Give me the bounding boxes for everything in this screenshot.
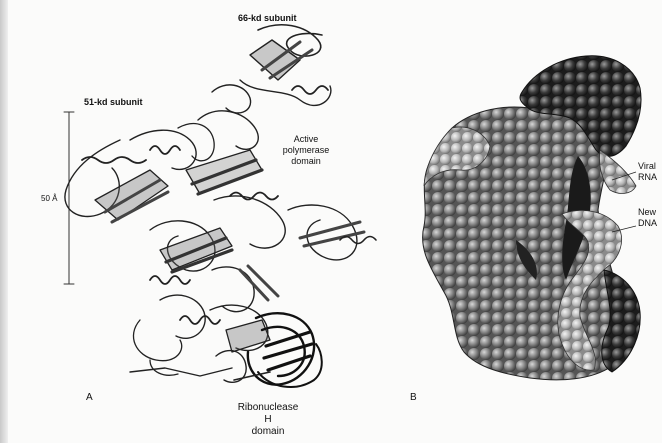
ribbon-structure <box>64 25 376 387</box>
label-66kd-subunit: 66-kd subunit <box>238 13 297 24</box>
rnase-line-3: domain <box>228 426 308 438</box>
label-new-dna: New DNA <box>638 207 657 229</box>
panel-letter-b: B <box>410 392 417 403</box>
rnase-line-2: H <box>228 414 308 426</box>
label-viral-rna: Viral RNA <box>638 161 657 183</box>
space-filling-model <box>423 56 641 380</box>
new-dna-line-2: DNA <box>638 218 657 229</box>
label-51kd-subunit: 51-kd subunit <box>84 97 143 108</box>
viral-rna-line-2: RNA <box>638 172 657 183</box>
rnase-line-1: Ribonuclease <box>228 402 308 414</box>
panel-letter-a: A <box>86 392 93 403</box>
scale-bar-label: 50 Å <box>41 193 57 204</box>
new-dna-line-1: New <box>638 207 657 218</box>
active-domain-line-3: domain <box>266 156 346 167</box>
viral-rna-line-1: Viral <box>638 161 657 172</box>
label-ribonuclease-h-domain: Ribonuclease H domain <box>228 402 308 438</box>
label-active-polymerase-domain: Active polymerase domain <box>266 134 346 167</box>
active-domain-line-1: Active <box>266 134 346 145</box>
active-domain-line-2: polymerase <box>266 145 346 156</box>
